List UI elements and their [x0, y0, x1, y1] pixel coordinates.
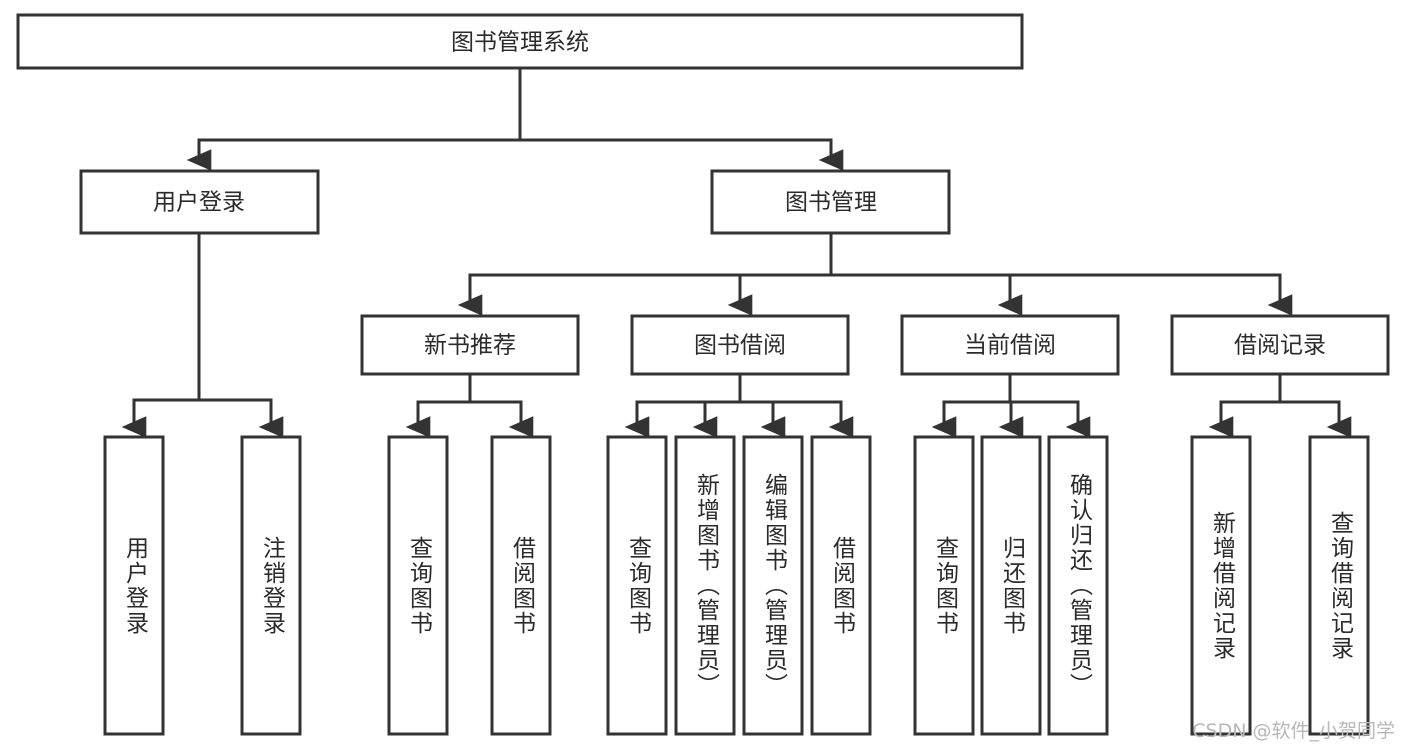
- node-new-book-label: 新书推荐: [424, 333, 516, 359]
- node-leaf-current-borrow-2-box[interactable]: [1047, 435, 1109, 736]
- node-book-borrow-box[interactable]: [630, 314, 850, 376]
- node-leaf-current-borrow-1-box[interactable]: [980, 435, 1042, 736]
- node-leaf-book-borrow-3-box[interactable]: [810, 435, 872, 736]
- node-leaf-book-borrow-1-box[interactable]: [674, 435, 736, 736]
- node-root-box[interactable]: [16, 13, 1024, 70]
- node-root-label: 图书管理系统: [451, 30, 589, 56]
- node-borrow-record-label: 借阅记录: [1234, 333, 1326, 359]
- node-leaf-book-borrow-0-box[interactable]: [606, 435, 668, 736]
- node-book-mgmt-label: 图书管理: [785, 190, 877, 216]
- node-user-login-label: 用户登录: [153, 190, 245, 216]
- node-leaf-user-login-0-box[interactable]: [103, 435, 165, 736]
- node-leaf-current-borrow-0-box[interactable]: [913, 435, 975, 736]
- node-book-borrow-label: 图书借阅: [694, 333, 786, 359]
- node-user-login-box[interactable]: [79, 169, 320, 235]
- node-current-borrow-label: 当前借阅: [964, 333, 1056, 359]
- node-leaf-user-login-1-box[interactable]: [240, 435, 302, 736]
- node-leaf-borrow-record-0-box[interactable]: [1190, 435, 1252, 736]
- node-book-mgmt-box[interactable]: [710, 169, 951, 235]
- node-leaf-new-book-0-box[interactable]: [387, 435, 449, 736]
- csdn-watermark: CSDN @软件_小贺同学: [1192, 720, 1395, 742]
- node-borrow-record-box[interactable]: [1170, 314, 1390, 376]
- node-leaf-new-book-1-box[interactable]: [490, 435, 552, 736]
- node-leaf-borrow-record-1-box[interactable]: [1308, 435, 1370, 736]
- node-current-borrow-box[interactable]: [900, 314, 1120, 376]
- node-leaf-book-borrow-2-box[interactable]: [742, 435, 804, 736]
- node-new-book-box[interactable]: [360, 314, 580, 376]
